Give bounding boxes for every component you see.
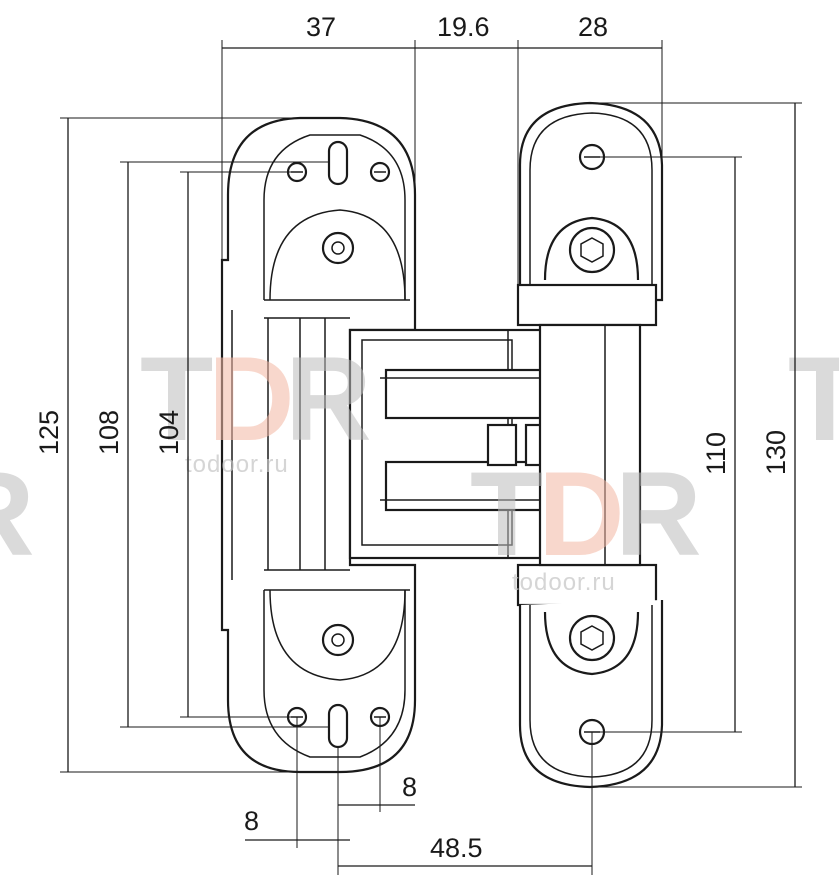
left-top-screw-hole-right [369,161,391,183]
watermark-site: todoor.ru [185,451,289,478]
dimension-top: 37 19.6 28 [221,12,663,330]
left-bottom-oval-slot [327,703,349,749]
watermark-letter-t-2: T [470,447,543,581]
left-bottom-adjust-screw [321,623,355,657]
watermark-letter-t: T [140,332,213,466]
dimension-left: 125 108 104 [34,117,330,773]
dim-bottom-span: 48.5 [430,833,483,863]
left-hinge-body [220,116,417,774]
left-top-adjust-screw [321,231,355,265]
watermark-secondary: T D R todoor.ru [470,447,702,596]
watermark-edge-left: R [0,447,35,581]
watermark-edge-right: T [788,332,839,466]
dim-right-outer: 130 [761,430,791,475]
left-top-oval-slot [327,140,349,186]
watermark-letter-d: D [208,332,295,466]
dim-right-inner: 110 [701,432,731,475]
watermark-letter-r: R [285,332,372,466]
dim-left-inner: 104 [154,410,184,455]
watermark-site-2: todoor.ru [512,569,616,596]
dim-top-left: 37 [306,12,336,42]
right-hinge-body [516,101,664,789]
dim-bottom-mid: 8 [402,772,417,802]
dim-left-middle: 108 [94,410,124,455]
watermark-main: T D R todoor.ru [140,332,372,478]
dim-left-outer: 125 [34,410,64,455]
watermark-edge-t: T [788,332,839,466]
right-top-hex-screw [543,216,640,281]
dim-top-middle: 19.6 [437,12,490,42]
dimension-bottom: 8 8 48.5 [244,717,593,875]
dim-bottom-left: 8 [244,806,259,836]
watermark-edge-r: R [0,447,35,581]
right-bottom-hex-screw [543,611,640,676]
dim-top-right: 28 [578,12,608,42]
watermark-letter-r-2: R [615,447,702,581]
watermark-letter-d-2: D [538,447,625,581]
dimension-right: 110 130 [590,102,802,788]
